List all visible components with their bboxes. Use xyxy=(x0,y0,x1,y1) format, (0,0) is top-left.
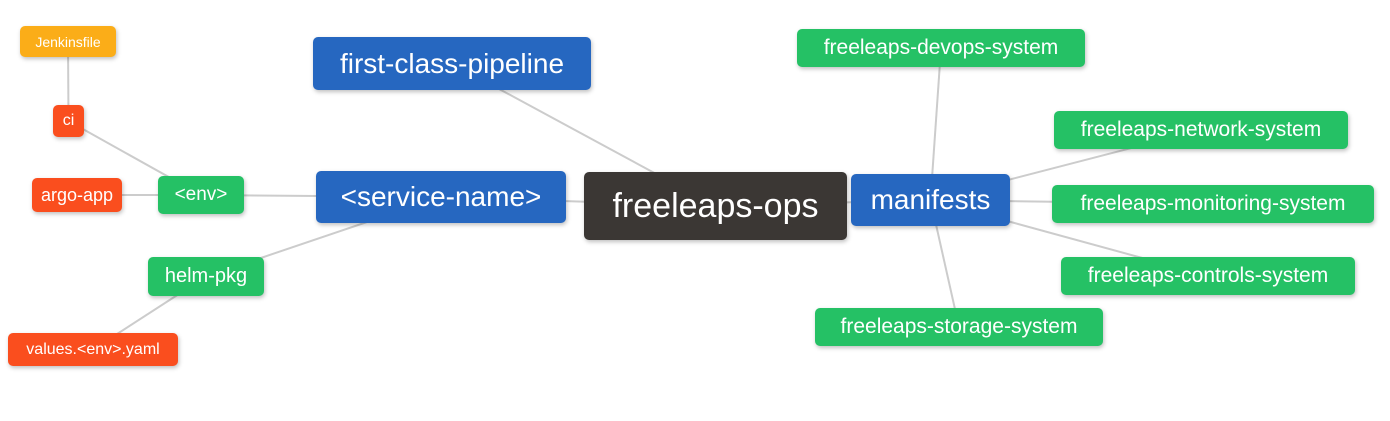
node-manifests[interactable]: manifests xyxy=(851,174,1010,226)
node-freeleaps-monitoring-system[interactable]: freeleaps-monitoring-system xyxy=(1052,185,1374,223)
node-freeleaps-controls-system[interactable]: freeleaps-controls-system xyxy=(1061,257,1355,295)
node-env[interactable]: <env> xyxy=(158,176,244,214)
node-freeleaps-network-system[interactable]: freeleaps-network-system xyxy=(1054,111,1348,149)
node-values-env-yaml[interactable]: values.<env>.yaml xyxy=(8,333,178,366)
node-label: <env> xyxy=(174,184,228,205)
node-label: <service-name> xyxy=(340,181,542,212)
node-service-name[interactable]: <service-name> xyxy=(316,171,566,223)
node-freeleaps-devops-system[interactable]: freeleaps-devops-system xyxy=(797,29,1085,67)
node-argo-app[interactable]: argo-app xyxy=(32,178,122,212)
node-label: argo-app xyxy=(40,184,114,205)
node-label: freeleaps-controls-system xyxy=(1087,264,1329,287)
node-freeleaps-ops[interactable]: freeleaps-ops xyxy=(584,172,847,240)
node-label: freeleaps-ops xyxy=(612,186,819,225)
node-label: first-class-pipeline xyxy=(339,47,565,79)
node-label: ci xyxy=(62,112,75,129)
node-first-class-pipeline[interactable]: first-class-pipeline xyxy=(313,37,591,90)
node-label: freeleaps-network-system xyxy=(1080,118,1322,141)
node-label: freeleaps-devops-system xyxy=(823,36,1059,59)
node-jenkinsfile[interactable]: Jenkinsfile xyxy=(20,26,116,57)
node-label: Jenkinsfile xyxy=(35,33,101,50)
node-label: freeleaps-monitoring-system xyxy=(1080,192,1346,215)
node-label: freeleaps-storage-system xyxy=(840,315,1078,338)
node-ci[interactable]: ci xyxy=(53,105,84,137)
node-label: helm-pkg xyxy=(164,265,248,287)
node-freeleaps-storage-system[interactable]: freeleaps-storage-system xyxy=(815,308,1103,346)
node-helm-pkg[interactable]: helm-pkg xyxy=(148,257,264,296)
node-label: manifests xyxy=(870,184,991,215)
node-label: values.<env>.yaml xyxy=(26,340,160,358)
